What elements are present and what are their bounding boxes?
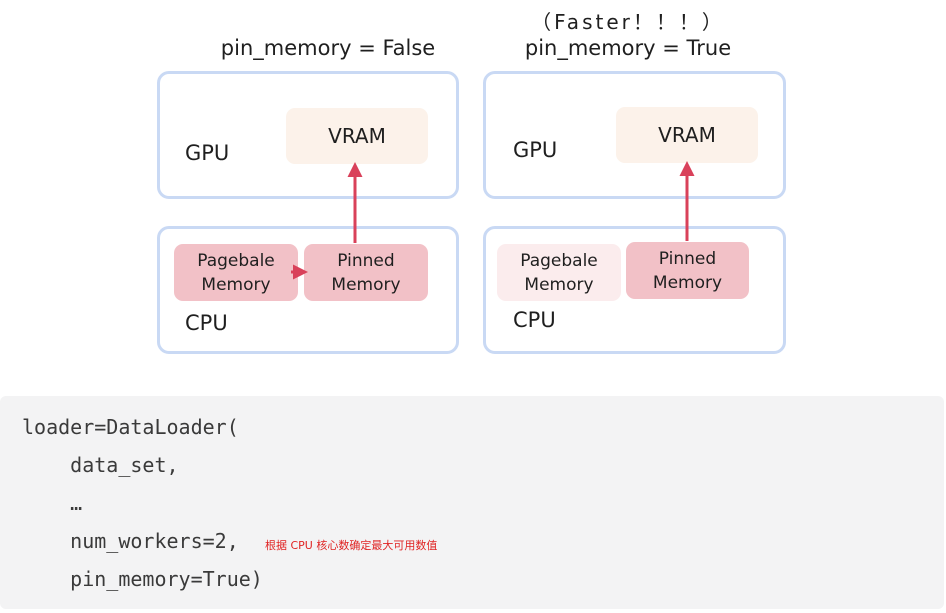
left-cpu-label: CPU — [185, 311, 228, 335]
right-pinned-line2: Memory — [652, 272, 723, 293]
right-title: pin_memory = True — [524, 36, 732, 60]
left-pinned-memory: Pinned Memory — [304, 244, 428, 301]
faster-note: （Faster！！！） — [531, 10, 725, 34]
left-pinned-line2: Memory — [331, 274, 401, 295]
left-gpu-label: GPU — [185, 141, 230, 165]
left-pageable-line1: Pagebale — [197, 250, 275, 271]
right-gpu-panel: GPU VRAM — [483, 71, 786, 199]
code-block: loader=DataLoader( data_set, … num_worke… — [0, 396, 944, 609]
arrows-layer — [291, 161, 695, 280]
left-cpu-panel: CPU Pagebale Memory Pinned Memory — [157, 226, 459, 354]
code-line-4: num_workers=2, — [22, 529, 239, 553]
right-gpu-label: GPU — [513, 138, 558, 162]
code-line-2: data_set, — [22, 453, 179, 477]
right-pinned-memory: Pinned Memory — [626, 242, 749, 299]
left-pageable-memory: Pagebale Memory — [174, 244, 298, 301]
left-pageable-line2: Memory — [201, 274, 271, 295]
left-title: pin_memory = False — [220, 36, 436, 60]
right-pageable-line1: Pagebale — [520, 250, 598, 271]
left-gpu-panel: GPU VRAM — [157, 71, 459, 199]
code-line-5: pin_memory=True) — [22, 567, 263, 591]
left-vram-box: VRAM — [286, 108, 428, 164]
right-pinned-line1: Pinned — [658, 248, 717, 269]
right-vram-label: VRAM — [658, 123, 716, 147]
code-line-3: … — [22, 491, 83, 515]
left-pinned-line1: Pinned — [337, 250, 395, 271]
right-pageable-memory: Pagebale Memory — [497, 244, 621, 301]
right-cpu-panel: CPU Pagebale Memory Pinned Memory — [483, 226, 786, 354]
code-line-1: loader=DataLoader( — [22, 415, 239, 439]
right-cpu-label: CPU — [513, 308, 556, 332]
left-vram-label: VRAM — [328, 124, 386, 148]
right-vram-box: VRAM — [616, 107, 758, 163]
code-comment: 根据 CPU 核心数确定最大可用数值 — [265, 539, 438, 552]
right-pageable-line2: Memory — [524, 274, 594, 295]
